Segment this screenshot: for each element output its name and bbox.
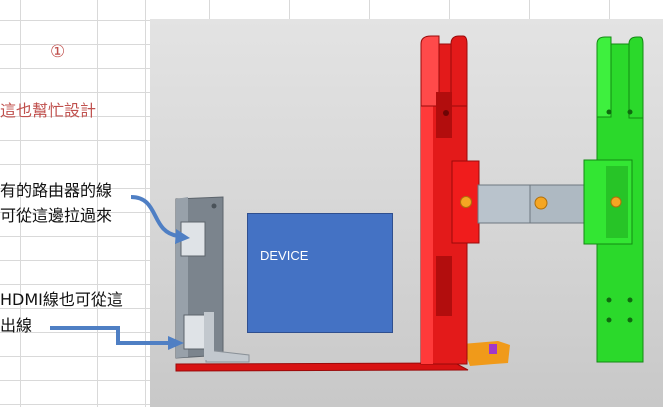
note-hdmi-line2: 出線 — [0, 316, 33, 335]
device-box: DEVICE — [247, 213, 393, 333]
green-joint — [583, 36, 644, 363]
red-base-plate — [175, 341, 510, 372]
red-vertical-bracket — [420, 35, 480, 365]
heading-cell: 這也幫忙設計 — [0, 101, 97, 120]
gray-bracket — [175, 196, 250, 363]
note-hdmi-line1: HDMI線也可從這 — [0, 290, 123, 309]
note-router-line1: 有的路由器的線 — [0, 181, 113, 200]
device-label: DEVICE — [260, 248, 309, 263]
note-router-line2: 可從這邊拉過來 — [0, 206, 113, 225]
gray-arm — [477, 184, 601, 224]
callout-arrows — [50, 195, 190, 350]
marker-circled-one: ① — [50, 42, 66, 62]
